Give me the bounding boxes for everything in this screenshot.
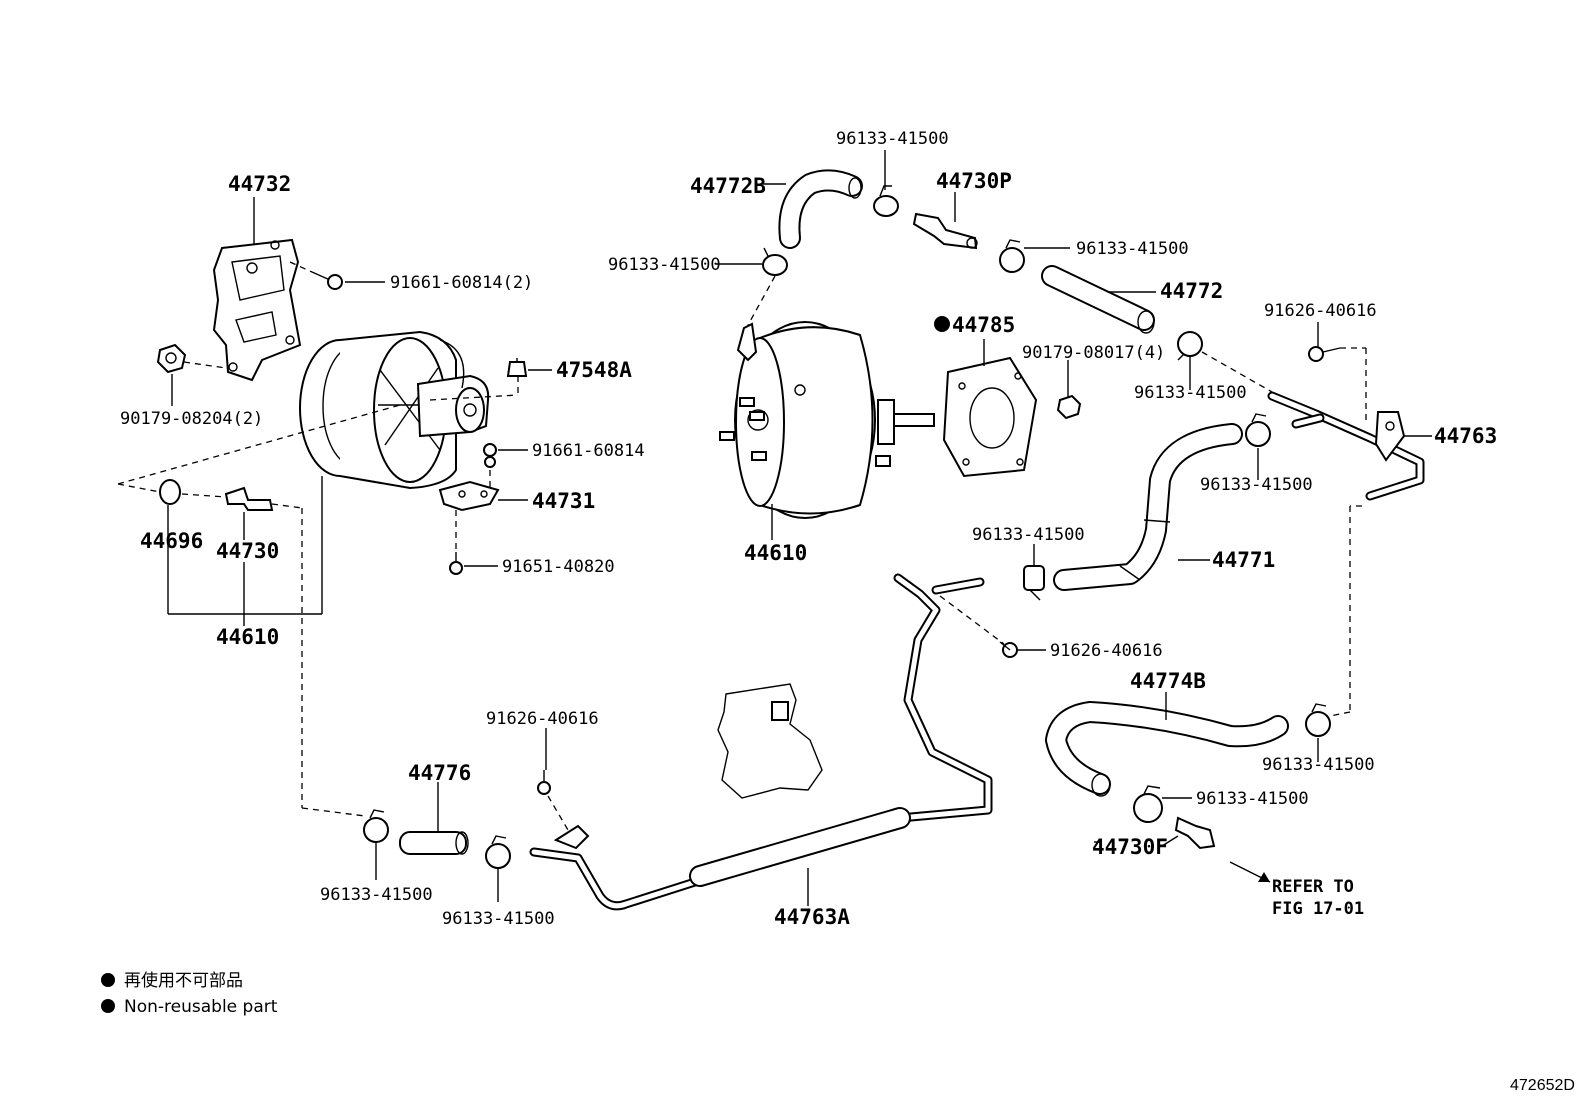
legend-english: Non-reusable part: [124, 997, 278, 1017]
label-44776: 44776: [408, 761, 471, 785]
label-96133-lower-right: 96133-41500: [1262, 755, 1375, 775]
label-96133-top: 96133-41500: [836, 129, 949, 149]
clamp-96133-bottom-mid: [485, 835, 511, 869]
clamp-96133-top: [873, 185, 899, 217]
vacuum-pump-bracket-44732: [212, 238, 302, 382]
label-91661-60814: 91661-60814: [532, 441, 645, 461]
label-44772B: 44772B: [690, 174, 766, 198]
label-44730P: 44730P: [936, 169, 1012, 193]
legend-dot-english: [101, 999, 115, 1013]
label-90179-08017-4: 90179-08017(4): [1022, 343, 1165, 363]
label-96133-center: 96133-41500: [972, 525, 1085, 545]
bolt-91661-60814: [483, 443, 497, 468]
bolt-91626-40616-bottom: [537, 770, 551, 795]
clamp-96133-left-top: [762, 247, 788, 276]
bolt-91651-40820: [449, 552, 463, 575]
label-refer-line2: FIG 17-01: [1272, 899, 1364, 919]
label-44763A: 44763A: [774, 905, 850, 929]
label-44731: 44731: [532, 489, 595, 513]
label-91626-40616-center: 91626-40616: [1050, 641, 1163, 661]
union-44730F: [1174, 816, 1216, 850]
hose-44772B: [778, 169, 863, 249]
hose-44776: [399, 831, 469, 855]
non-reusable-marker-dot: [934, 316, 950, 332]
label-90179-08204-2: 90179-08204(2): [120, 409, 263, 429]
label-91626-40616-right: 91626-40616: [1264, 301, 1377, 321]
union-44730: [224, 486, 274, 511]
pipe-44763: [1267, 391, 1425, 501]
bolt-91626-40616-right: [1308, 346, 1341, 362]
clamp-96133-right-top: [999, 239, 1025, 273]
legend-japanese: 再使用不可部品: [124, 970, 243, 991]
label-44696: 44696: [140, 529, 203, 553]
hose-44774B: [1045, 701, 1289, 797]
label-96133-mid-right: 96133-41500: [1134, 383, 1247, 403]
label-91661-60814-2: 91661-60814(2): [390, 273, 533, 293]
label-44774B: 44774B: [1130, 669, 1206, 693]
vacuum-pump-44610: [299, 330, 490, 490]
figure-id: 472652D: [1510, 1077, 1575, 1094]
hose-44772: [1041, 265, 1155, 334]
engine-outline: [717, 683, 823, 799]
clamp-96133-mid-right: [1177, 331, 1203, 361]
bolt-91661-60814-pair: [311, 271, 343, 290]
oring-44696: [159, 479, 181, 505]
label-44610-left: 44610: [216, 625, 279, 649]
label-96133-right-clip: 96133-41500: [1200, 475, 1313, 495]
pipe-44763A: [529, 573, 993, 911]
bracket-44731: [438, 480, 500, 512]
refer-arrow: [1229, 861, 1271, 883]
label-91651-40820: 91651-40820: [502, 557, 615, 577]
bolt-91626-40616-center: [999, 641, 1018, 658]
legend-dot-japanese: [101, 973, 115, 987]
label-96133-bottom-mid: 96133-41500: [442, 909, 555, 929]
hose-44771: [1053, 423, 1243, 591]
label-44730F: 44730F: [1092, 835, 1168, 859]
label-96133-right-top: 96133-41500: [1076, 239, 1189, 259]
clamp-96133-bottom-left: [363, 809, 389, 843]
check-valve-44730P: [912, 212, 978, 250]
label-44610-center: 44610: [744, 541, 807, 565]
label-44785: 44785: [952, 313, 1015, 337]
clamp-96133-lower-right: [1305, 703, 1331, 737]
label-refer-line1: REFER TO: [1272, 877, 1354, 897]
clamp-96133-right-clip: [1245, 413, 1271, 447]
nut-90179-08204: [156, 343, 187, 374]
label-44732: 44732: [228, 172, 291, 196]
cap-47548A: [506, 358, 528, 377]
label-44763: 44763: [1434, 424, 1497, 448]
label-96133-lower-clamp: 96133-41500: [1196, 789, 1309, 809]
label-96133-left-top: 96133-41500: [608, 255, 721, 275]
label-44730: 44730: [216, 539, 279, 563]
brake-booster-44610: [719, 321, 935, 519]
clamp-96133-center: [1023, 565, 1045, 601]
gasket-44785: [942, 356, 1038, 478]
label-44771: 44771: [1212, 548, 1275, 572]
label-96133-bottom-left: 96133-41500: [320, 885, 433, 905]
clamp-96133-lower-clamp: [1133, 785, 1163, 823]
label-91626-40616-bottom: 91626-40616: [486, 709, 599, 729]
label-47548A: 47548A: [556, 358, 632, 382]
nut-90179-08017: [1056, 394, 1082, 420]
label-44772: 44772: [1160, 279, 1223, 303]
